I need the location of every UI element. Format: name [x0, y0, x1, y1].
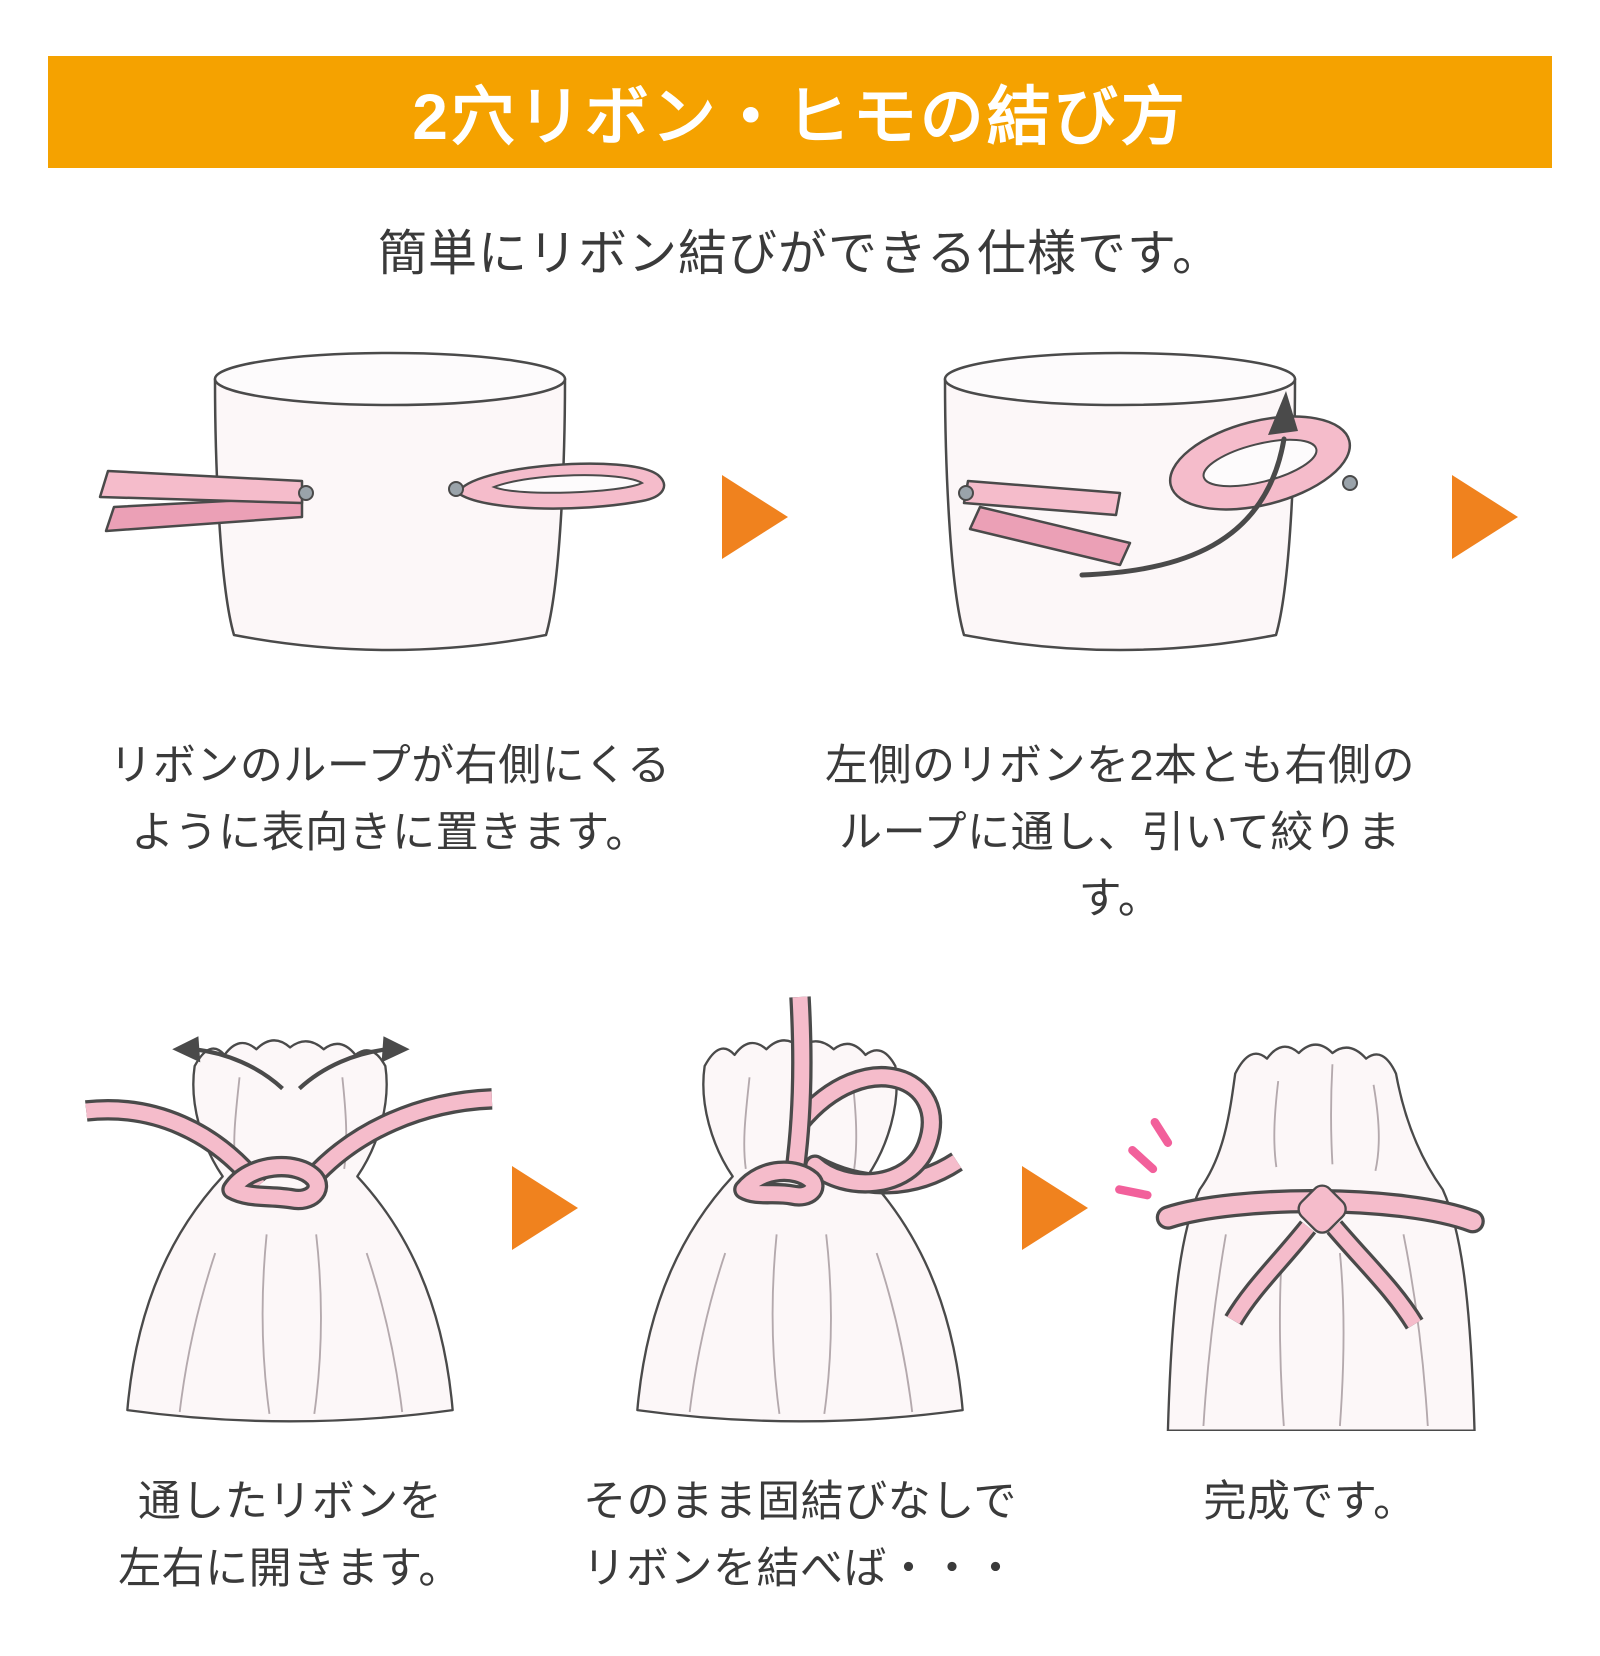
- step2-caption-line2: ループに通し、引いて絞ります。: [839, 808, 1401, 924]
- subtitle-text: 簡単にリボン結びができる仕様です。: [377, 227, 1223, 281]
- step-5: 完成です。: [1090, 991, 1530, 1536]
- bag-cylinder: [213, 351, 567, 652]
- steps-row-1: リボンのループが右側にくる ように表向きに置きます。: [0, 335, 1600, 933]
- step2-illustration: [943, 351, 1358, 652]
- ribbon-right-loop: [448, 462, 666, 510]
- arrow-cell-1: [710, 475, 800, 559]
- step5-caption: 完成です。: [1203, 1469, 1416, 1536]
- finished-bow: [1155, 1184, 1485, 1330]
- step3-caption-line1: 通したリボンを: [137, 1477, 443, 1526]
- grommet-right: [1342, 475, 1358, 491]
- spread-arrows-icon: [172, 1036, 410, 1091]
- step1-illustration: [98, 351, 666, 652]
- step1-caption-line2: ように表向きに置きます。: [131, 808, 649, 857]
- step5-caption-line1: 完成です。: [1203, 1477, 1417, 1526]
- grommet-left: [298, 485, 314, 501]
- step-1: リボンのループが右側にくる ように表向きに置きます。: [70, 335, 710, 866]
- page-title: 2穴リボン・ヒモの結び方: [412, 81, 1188, 153]
- arrow-right-icon: [1022, 1165, 1088, 1250]
- arrow-right-icon: [512, 1165, 578, 1250]
- step1-caption-line1: リボンのループが右側にくる: [109, 742, 671, 790]
- arrow-cell-3: [510, 1165, 580, 1250]
- arrow-cell-4: [1020, 1165, 1090, 1250]
- grommet-right: [448, 481, 464, 497]
- ribbon-left-folded: [958, 479, 1132, 567]
- step3-illustration: [85, 1036, 493, 1423]
- step5-illustration: [1115, 1043, 1485, 1431]
- step4-illustration: [636, 996, 964, 1423]
- sparkle-emphasis-icon: [1115, 1117, 1173, 1200]
- title-banner: 2穴リボン・ヒモの結び方: [48, 56, 1552, 168]
- thread-arrow-icon: [1079, 391, 1298, 578]
- step2-caption: 左側のリボンを2本とも右側の ループに通し、引いて絞ります。: [800, 733, 1440, 933]
- step3-caption-line2: 左右に開きます。: [118, 1544, 462, 1593]
- steps-row-2: 通したリボンを 左右に開きます。: [0, 991, 1600, 1602]
- arrow-right-icon: [1452, 475, 1518, 559]
- arrow-right-icon: [722, 475, 788, 559]
- step-4: そのまま固結びなしで リボンを結べば・・・: [580, 991, 1020, 1602]
- ribbon-loop: [1168, 415, 1352, 511]
- ribbon-left-tails: [98, 469, 314, 533]
- ribbon-loose-knot: [733, 996, 963, 1207]
- step1-caption: リボンのループが右側にくる ように表向きに置きます。: [109, 733, 670, 866]
- finished-bag: [1166, 1043, 1476, 1431]
- step-3: 通したリボンを 左右に開きます。: [70, 991, 510, 1602]
- grommet-left: [958, 485, 974, 501]
- gathered-bag: [126, 1039, 454, 1423]
- step2-caption-line1: 左側のリボンを2本とも右側の: [825, 742, 1415, 790]
- step4-caption-line2: リボンを結べば・・・: [582, 1544, 1018, 1593]
- step4-caption-line1: そのまま固結びなしで: [583, 1477, 1017, 1526]
- arrow-cell-2: [1440, 475, 1530, 559]
- step3-caption: 通したリボンを 左右に開きます。: [118, 1469, 462, 1602]
- bow-knot: [1297, 1184, 1347, 1234]
- ribbon-spread: [85, 1088, 493, 1211]
- step-2: 左側のリボンを2本とも右側の ループに通し、引いて絞ります。: [800, 335, 1440, 933]
- step4-caption: そのまま固結びなしで リボンを結べば・・・: [583, 1469, 1018, 1602]
